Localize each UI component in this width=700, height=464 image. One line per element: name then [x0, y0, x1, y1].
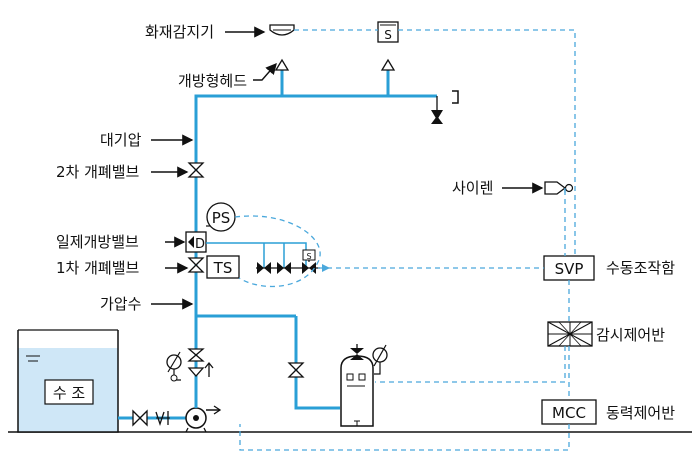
power-panel-label: 동력제어반: [606, 404, 675, 422]
control-panel-label: 감시제어반: [596, 326, 665, 344]
trim-valve-icon-2: [277, 262, 291, 274]
trim-valve-icon-1: [257, 262, 271, 274]
tank-gauge-icon: [372, 344, 388, 375]
open-head-icon-2: [380, 58, 396, 71]
end-cap-icon: [452, 90, 459, 104]
ps-label: PS: [212, 209, 231, 227]
svp-label: SVP: [555, 260, 584, 278]
siren-icon: [544, 181, 574, 195]
solenoid-label: S: [306, 252, 311, 261]
ts-label: TS: [213, 259, 233, 277]
tamper-switch: TS: [206, 255, 240, 279]
mcc-to-pump-line: [239, 424, 570, 451]
open-head-icon: [274, 58, 290, 71]
mcc-label: MCC: [552, 404, 586, 422]
detector-s-label: S: [384, 28, 392, 42]
branch-valve-icon: [287, 362, 305, 378]
detector-to-svp-line: [398, 29, 576, 256]
secondary-valve-icon: [187, 162, 205, 178]
secondary-valve-label: 2차 개폐밸브: [56, 163, 140, 181]
discharge-valve-icon: [187, 348, 214, 377]
end-drain-valve-icon: [431, 96, 443, 124]
mcc-box: MCC: [541, 399, 597, 425]
pressure-gauge-icon: [166, 351, 182, 382]
fire-detector-label: 화재감지기: [145, 23, 214, 41]
deluge-valve-icon: D: [185, 231, 207, 253]
deluge-valve-label: D: [195, 237, 205, 252]
solenoid-signal-arrow: [322, 264, 330, 272]
solenoid-valve-icon: S: [302, 249, 316, 274]
suction-valve-icon: [132, 409, 148, 427]
panel-to-tank-line: [375, 346, 566, 383]
deluge-valve-text-label: 일제개방밸브: [56, 233, 139, 251]
primary-valve-icon: [187, 257, 205, 273]
pressurized-water-label: 가압수: [100, 295, 141, 313]
open-head-label: 개방형헤드: [178, 72, 247, 90]
ps-signal-loop: [234, 215, 321, 288]
main-riser-pipe: [194, 94, 437, 408]
siren-label: 사이렌: [452, 179, 493, 197]
svp-box: SVP: [543, 255, 595, 281]
pressure-switch: PS: [206, 202, 236, 232]
tank-label-box: [44, 379, 94, 405]
tank-outline: [17, 330, 119, 433]
tank-label: 수 조: [53, 384, 86, 402]
control-panel-icon: [547, 321, 593, 347]
smoke-detector-icon: S: [377, 21, 399, 43]
primary-valve-label: 1차 개폐밸브: [56, 259, 140, 277]
pump-icon: [185, 405, 222, 433]
pressure-tank: [340, 344, 374, 427]
tank-feed-pipe: [294, 316, 340, 410]
water-tank: 수 조: [17, 329, 119, 433]
open-head-arrow: [253, 62, 277, 81]
manual-box-label: 수동조작함: [606, 259, 675, 277]
fire-detector-icon: [269, 24, 295, 36]
atmospheric-label: 대기압: [100, 131, 142, 149]
strainer-icon: [155, 411, 170, 427]
